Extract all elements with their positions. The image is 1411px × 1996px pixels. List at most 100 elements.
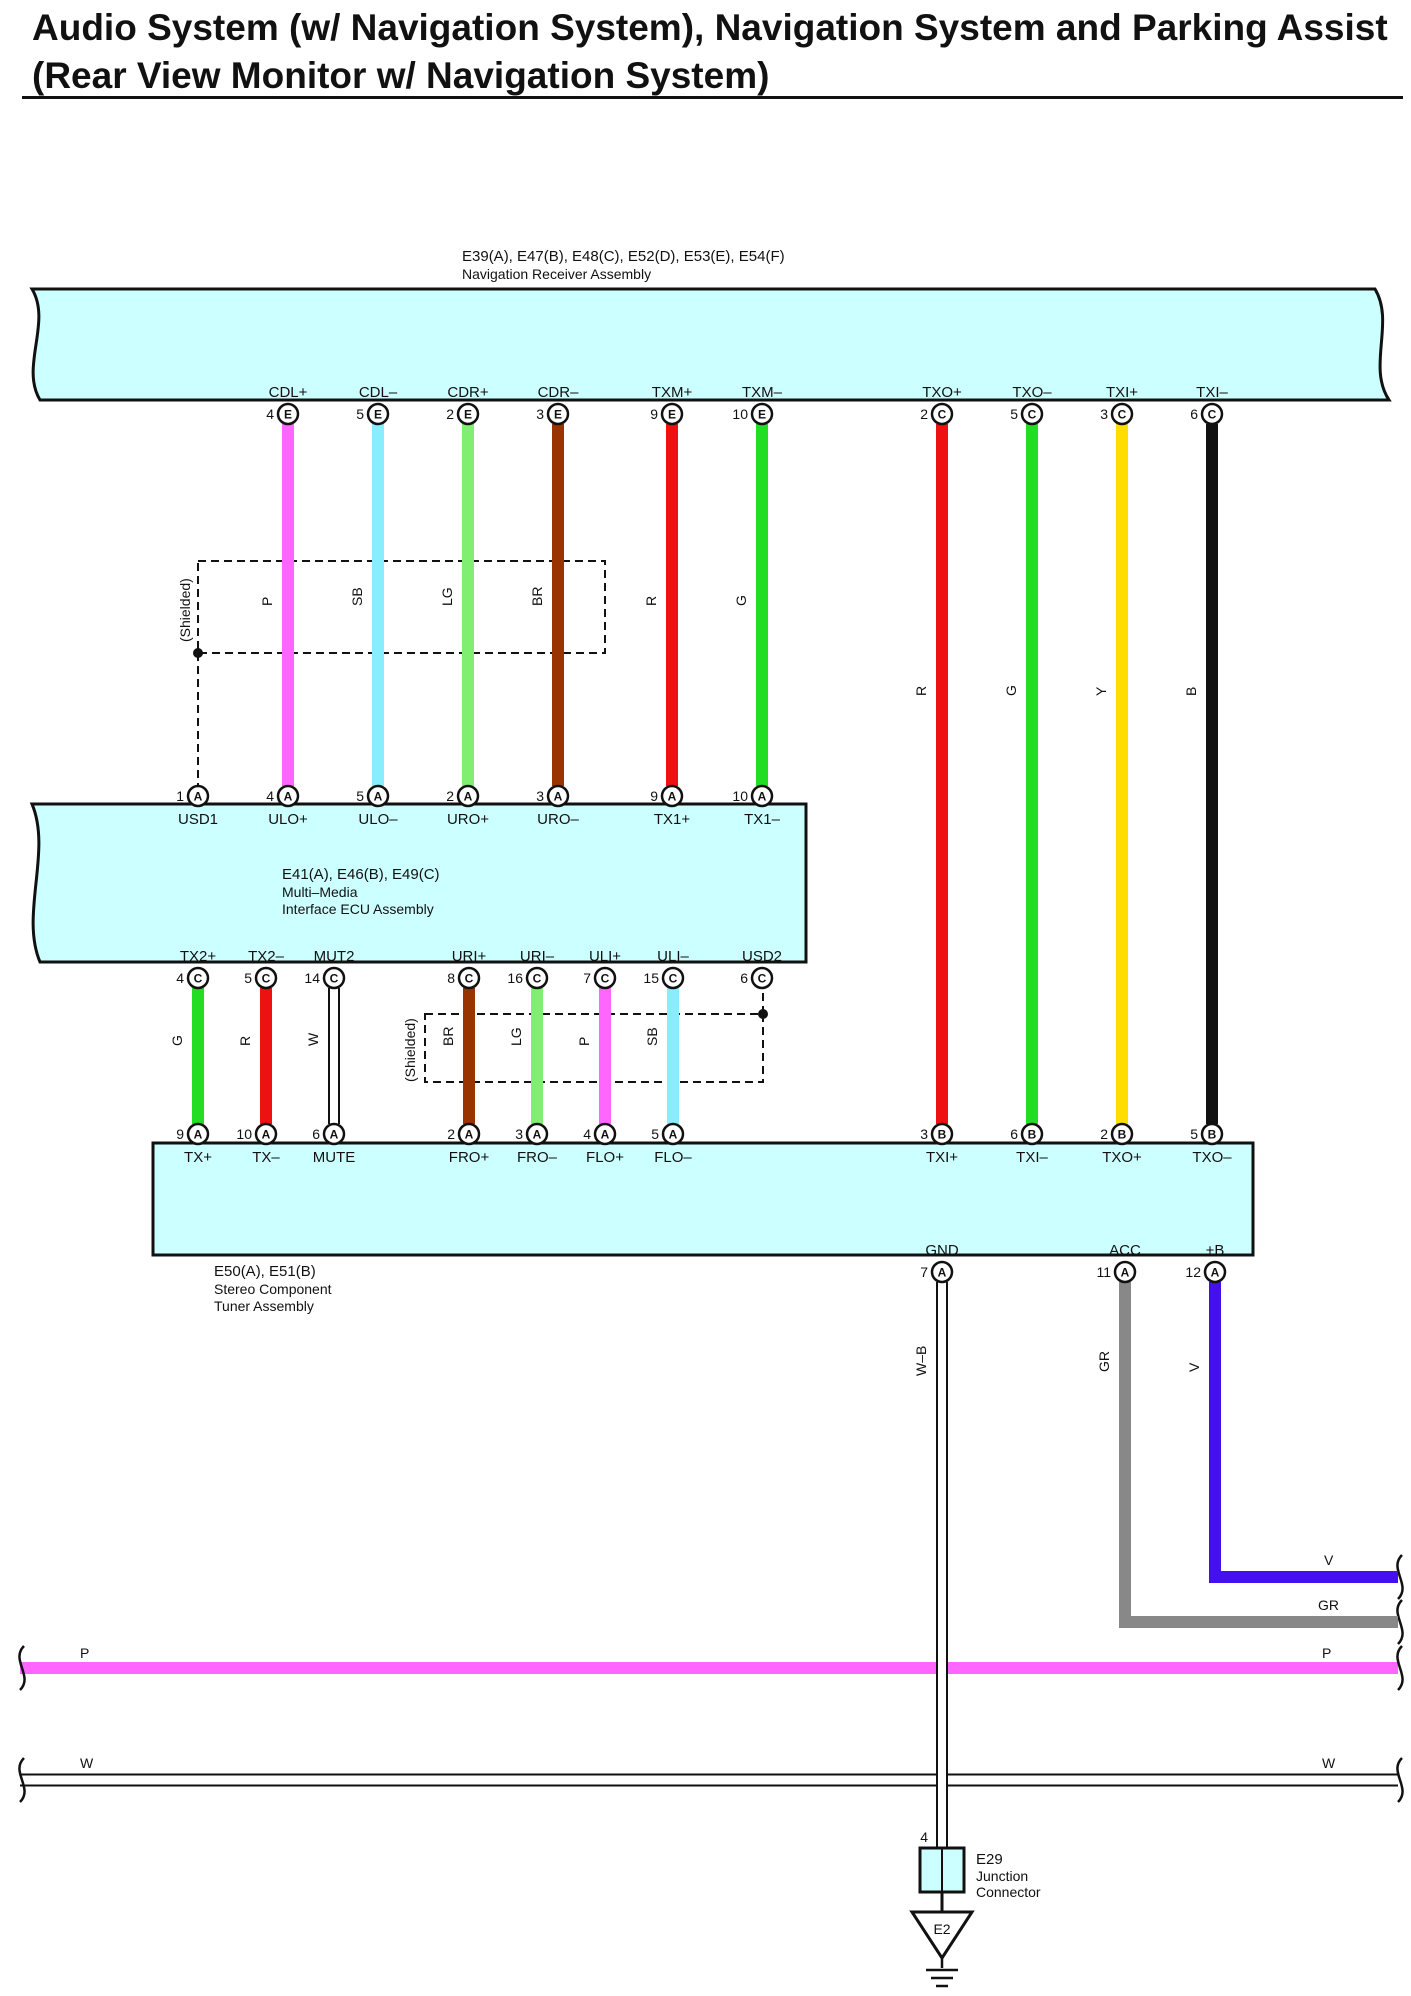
pin-circle bbox=[930, 402, 954, 426]
pin-number: 5 bbox=[1190, 1126, 1198, 1142]
pin-connector-letter: C bbox=[1208, 408, 1217, 422]
pin-circle bbox=[750, 784, 774, 808]
ground-label: E2 bbox=[933, 1921, 950, 1937]
pin-circle bbox=[186, 1122, 210, 1146]
bus-p-left-label: P bbox=[80, 1645, 89, 1661]
pin-circle bbox=[1110, 1122, 1134, 1146]
pin-connector-letter: B bbox=[1208, 1128, 1217, 1142]
stereo-name-label-1: Stereo Component bbox=[214, 1281, 332, 1297]
wire-label-uri-plus-fro-plus: BR bbox=[440, 1027, 456, 1046]
shield-junction-lower bbox=[758, 1009, 768, 1019]
pin-number: 10 bbox=[732, 406, 748, 422]
pin-connector-letter: C bbox=[938, 408, 947, 422]
pin-connector-letter: A bbox=[194, 1128, 203, 1142]
pin-label: TX2+ bbox=[180, 948, 217, 965]
pin-circle bbox=[1200, 402, 1224, 426]
ground-triangle bbox=[909, 1910, 975, 1961]
bus-gr-label: GR bbox=[1318, 1597, 1339, 1613]
wire-label-txm-minus-tx1-minus: G bbox=[733, 595, 749, 606]
pin-label: ACC bbox=[1109, 1242, 1141, 1259]
pin-connector-letter: A bbox=[194, 790, 203, 804]
pin-circle bbox=[456, 402, 480, 426]
pin-label: ULO– bbox=[358, 811, 398, 828]
pin-number: 9 bbox=[176, 1126, 184, 1142]
pin-circle bbox=[186, 784, 210, 808]
pin-circle bbox=[456, 784, 480, 808]
pin-label: TX– bbox=[252, 1149, 280, 1166]
wire-label-plus-b-v: V bbox=[1186, 1362, 1202, 1372]
pin-connector-letter: A bbox=[1211, 1266, 1220, 1280]
wire-label-cdl-minus-ulo-minus: SB bbox=[349, 587, 365, 606]
pin-number: 5 bbox=[356, 788, 364, 804]
wire-label-acc-gr: GR bbox=[1096, 1351, 1112, 1372]
stereo-code-label: E50(A), E51(B) bbox=[214, 1263, 316, 1280]
junction-code-label: E29 bbox=[976, 1851, 1003, 1868]
pin-connector-letter: A bbox=[938, 1266, 947, 1280]
pin-number: 3 bbox=[515, 1126, 523, 1142]
pin-number: 6 bbox=[1010, 1126, 1018, 1142]
pin-number: 15 bbox=[643, 970, 659, 986]
pin-number: 3 bbox=[1100, 406, 1108, 422]
pin-number: 6 bbox=[740, 970, 748, 986]
pin-circle bbox=[525, 966, 549, 990]
pin-number: 3 bbox=[536, 406, 544, 422]
pin-label: URI+ bbox=[452, 948, 487, 965]
pin-circle bbox=[1200, 1122, 1224, 1146]
pin-connector-letter: A bbox=[668, 790, 677, 804]
wire-label-txo-plus-txi-plus: R bbox=[913, 686, 929, 696]
junction-pin-number: 4 bbox=[920, 1829, 928, 1845]
pin-label: TXI– bbox=[1016, 1149, 1048, 1166]
shield-label-upper: (Shielded) bbox=[177, 578, 193, 642]
pin-label: FRO– bbox=[517, 1149, 558, 1166]
pin-number: 2 bbox=[446, 788, 454, 804]
pin-number: 6 bbox=[312, 1126, 320, 1142]
pin-label: USD1 bbox=[178, 811, 218, 828]
wire-label-tx2-plus-tx-plus: G bbox=[169, 1035, 185, 1046]
pin-connector-letter: C bbox=[330, 972, 339, 986]
pin-connector-letter: B bbox=[1028, 1128, 1037, 1142]
pin-circle bbox=[660, 402, 684, 426]
pin-number: 9 bbox=[650, 788, 658, 804]
pin-circle bbox=[546, 784, 570, 808]
pin-label: CDR+ bbox=[447, 384, 488, 401]
bus-break-w-right bbox=[1396, 1757, 1404, 1803]
pin-connector-letter: C bbox=[465, 972, 474, 986]
pin-label: TXI+ bbox=[926, 1149, 958, 1166]
wire-label-cdr-plus-uro-plus: LG bbox=[439, 587, 455, 606]
bus-break-gr-right bbox=[1396, 1599, 1404, 1645]
pin-connector-letter: E bbox=[374, 408, 382, 422]
pin-connector-letter: C bbox=[533, 972, 542, 986]
pin-circle bbox=[1020, 402, 1044, 426]
pin-circle bbox=[366, 784, 390, 808]
pin-label: TXM+ bbox=[652, 384, 693, 401]
pin-number: 3 bbox=[536, 788, 544, 804]
pin-number: 4 bbox=[266, 406, 274, 422]
pin-label: TXO+ bbox=[922, 384, 962, 401]
pin-connector-letter: A bbox=[533, 1128, 542, 1142]
pin-label: FLO– bbox=[654, 1149, 692, 1166]
